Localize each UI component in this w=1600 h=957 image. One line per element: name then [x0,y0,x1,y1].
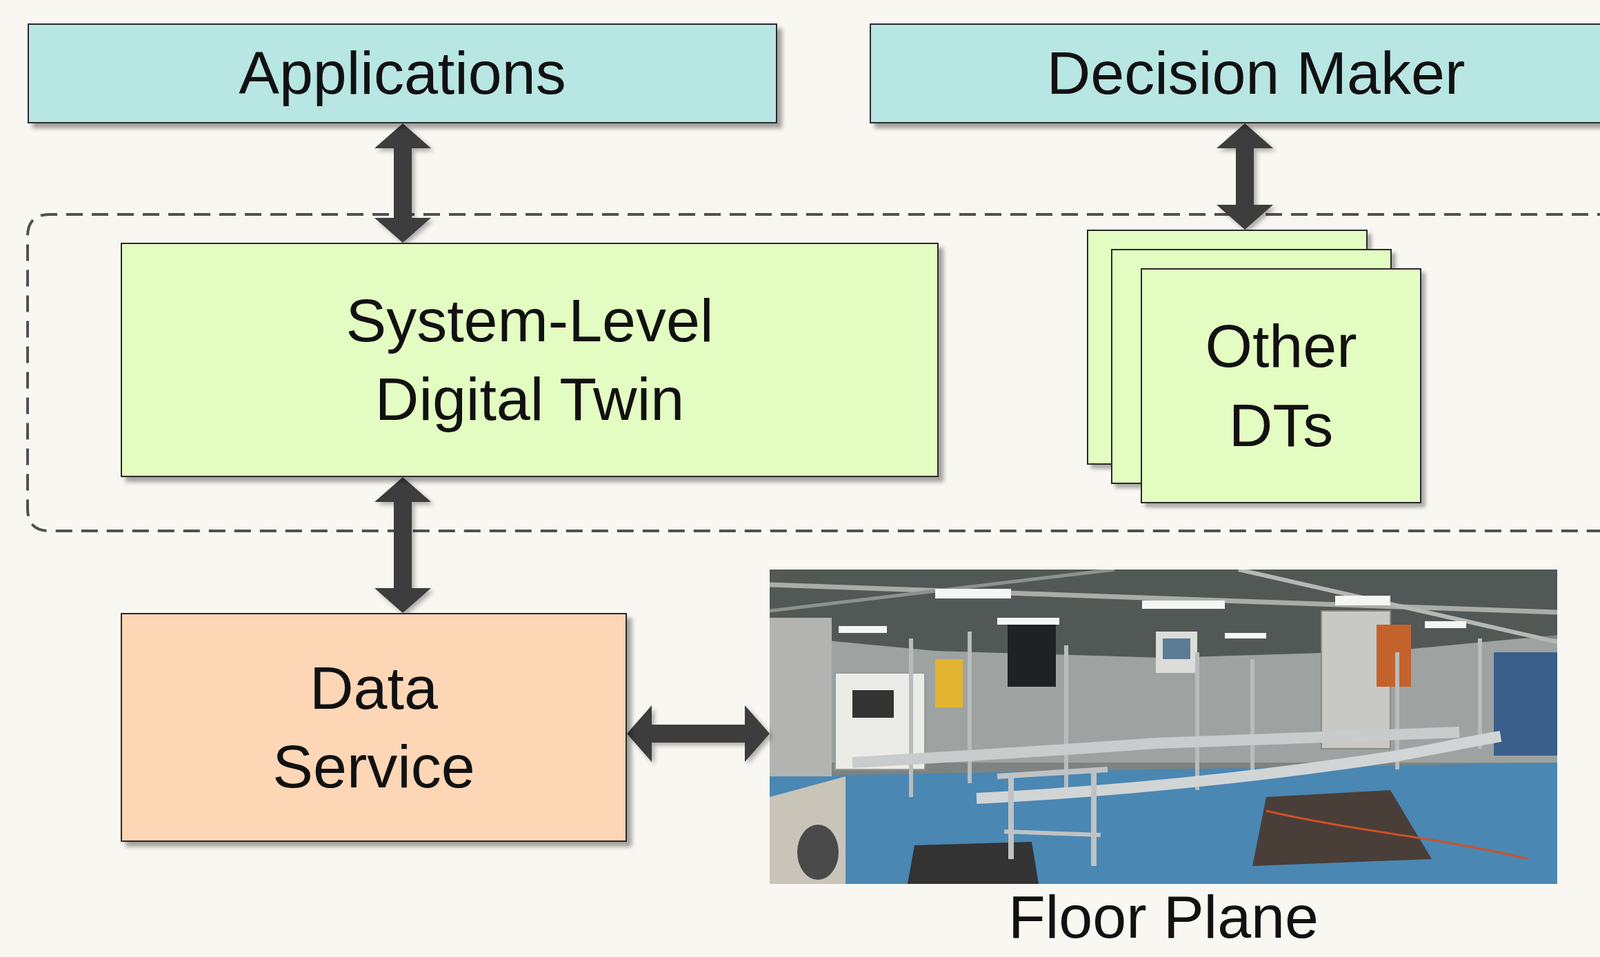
ceiling-pipe [769,584,1558,613]
frame-post [1477,638,1483,749]
data-service-box: Data Service [120,613,627,843]
ceiling-light [1224,633,1267,639]
box-label: Other DTs [1177,306,1385,465]
robot [1376,624,1412,687]
ceiling-light [997,617,1060,625]
cabinet [1493,652,1558,756]
machine-screen [1162,638,1191,660]
frame-post [1195,652,1200,791]
robot [935,659,963,708]
decision-maker-box: Decision Maker [869,23,1600,124]
double-arrow [374,123,432,243]
ceiling-light [1424,621,1467,629]
stacked-dt-box: Other DTs [1086,229,1422,504]
label-block: System-Level Digital Twin [288,281,772,440]
frame-post [1250,659,1255,777]
ceiling-light [1335,595,1391,606]
conveyor [976,736,1501,799]
double-arrow [626,705,770,763]
floor-photo [769,569,1558,885]
box-label: Applications [238,33,567,113]
photo-wall [769,569,1558,885]
frame-post [1091,769,1097,867]
label-block: Data Service [235,648,512,807]
label-block: Other DTs [1177,306,1385,465]
machine-cell [1155,631,1198,674]
curtain [769,617,832,777]
cable [1266,811,1529,860]
photo-caption: Floor Plane [769,885,1558,949]
frame-post [908,638,914,798]
floor-mat [907,842,1039,885]
label-block: Applications [238,33,567,113]
frame-post [1008,776,1014,860]
box-label: Data Service [235,648,512,807]
ceiling-light [935,588,1012,599]
box-label: Decision Maker [1046,33,1465,113]
label-block: Floor Plane [769,885,1558,949]
dt-card-face: Other DTs [1140,268,1422,504]
double-arrow [1216,123,1274,230]
ceiling-light [1142,600,1225,609]
ceiling-pipe [769,569,1115,612]
double-arrow [374,477,432,614]
chair [797,824,839,880]
ceiling-light [838,626,887,634]
frame-beam [1004,831,1101,836]
desk [769,776,846,885]
cnc-window [852,690,894,718]
dashed-region [27,214,1600,532]
frame-beam [997,769,1108,777]
floor-photo-node: Floor Plane [769,569,1558,885]
application-box: Applications [27,23,778,124]
digital-twin-box: System-Level Digital Twin [120,242,939,478]
label-block: Decision Maker [1046,33,1465,113]
box-label: System-Level Digital Twin [288,281,772,440]
dt-card [1140,268,1422,504]
monitor [1007,624,1056,687]
floor-mat [1252,790,1432,867]
